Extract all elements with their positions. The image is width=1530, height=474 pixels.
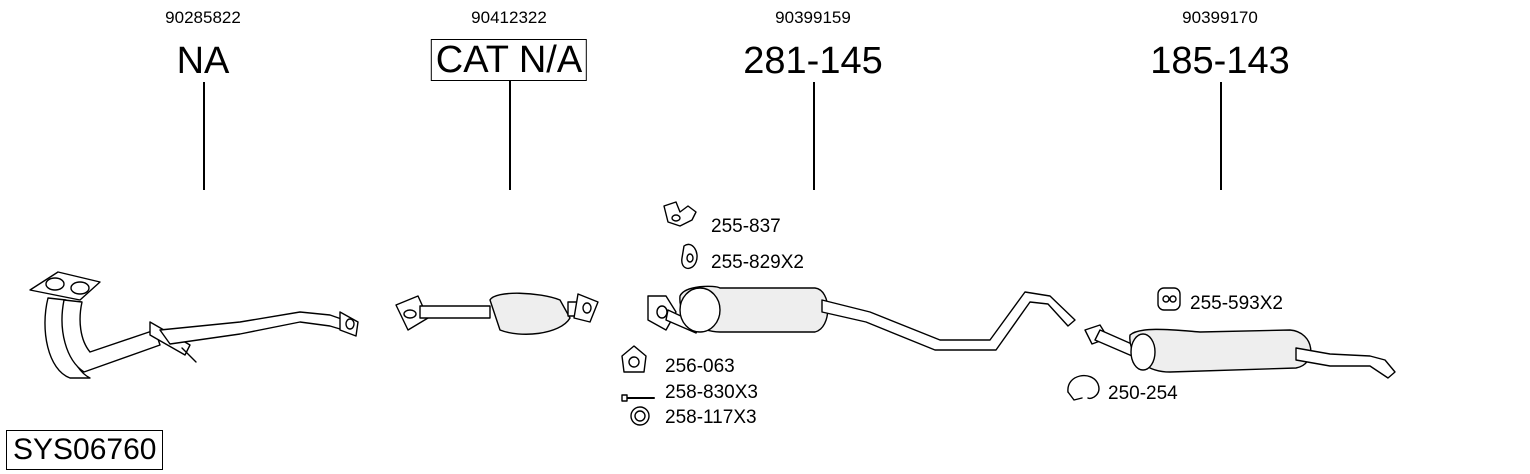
accessory-label-255-829x2[interactable]: 255-829X2 xyxy=(711,252,804,273)
catalytic-converter-part[interactable] xyxy=(395,292,599,335)
part-code-2[interactable]: CAT N/A xyxy=(430,39,588,81)
rubber-hanger-icon xyxy=(663,201,697,227)
accessory-label-250-254[interactable]: 250-254 xyxy=(1108,383,1178,404)
leader-line-1 xyxy=(203,82,205,190)
part-code-3[interactable]: 281-145 xyxy=(743,40,883,82)
part-code-4[interactable]: 185-143 xyxy=(1150,40,1290,82)
accessory-label-258-830x3[interactable]: 258-830X3 xyxy=(665,382,758,403)
accessory-label-256-063[interactable]: 256-063 xyxy=(665,356,735,377)
center-silencer-part[interactable] xyxy=(647,285,1076,351)
oe-number-2: 90412322 xyxy=(471,8,547,27)
leader-line-4 xyxy=(1220,82,1222,190)
accessory-label-258-117x3[interactable]: 258-117X3 xyxy=(665,407,757,428)
washer-icon xyxy=(630,406,650,426)
accessory-label-255-593x2[interactable]: 255-593X2 xyxy=(1190,293,1283,314)
oe-number-1: 90285822 xyxy=(165,8,241,27)
leader-line-3 xyxy=(813,82,815,190)
leader-line-2 xyxy=(509,81,511,190)
bolt-icon xyxy=(621,394,655,402)
gasket-icon xyxy=(621,345,647,373)
clamp-icon xyxy=(1067,374,1100,401)
rear-silencer-part[interactable] xyxy=(1084,324,1396,379)
oe-number-4: 90399170 xyxy=(1182,8,1258,27)
part-code-1[interactable]: NA xyxy=(176,40,230,82)
accessory-label-255-837[interactable]: 255-837 xyxy=(711,216,781,237)
rubber-ring-icon xyxy=(681,243,698,269)
exhaust-manifold-part[interactable] xyxy=(29,271,359,379)
system-code-label: SYS06760 xyxy=(6,430,164,470)
oe-number-3: 90399159 xyxy=(775,8,851,27)
rubber-mount-icon xyxy=(1157,287,1181,311)
